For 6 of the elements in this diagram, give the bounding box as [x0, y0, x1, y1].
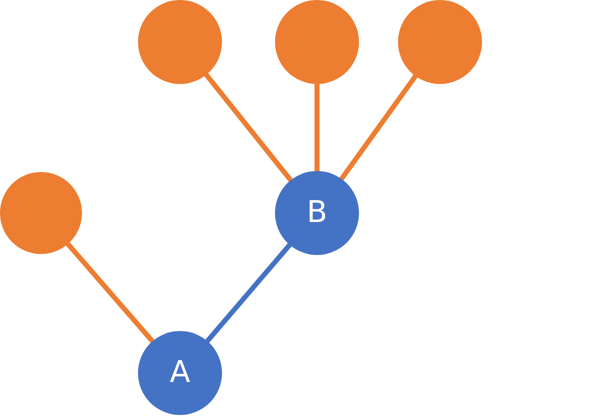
node-label: A [170, 358, 190, 388]
node-label: B [306, 198, 328, 228]
connector-line [314, 83, 320, 172]
connector-line [204, 72, 294, 183]
connector-line [338, 74, 418, 182]
connector-line [65, 242, 155, 344]
